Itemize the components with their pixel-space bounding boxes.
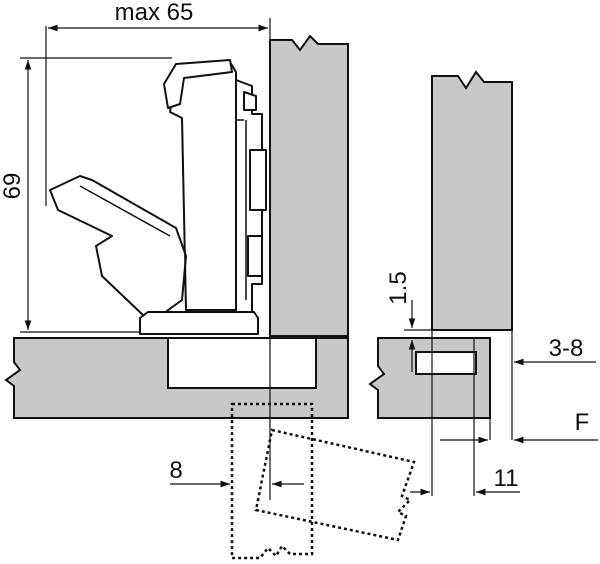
- label-height: 69: [0, 173, 26, 200]
- dim-height: [20, 57, 172, 333]
- label-offset: 8: [169, 457, 182, 484]
- label-max-width: max 65: [115, 0, 194, 26]
- label-overlay-range: 3-8: [549, 335, 584, 362]
- hinge-cup-bore: [167, 337, 317, 389]
- carcase-panel-right: [368, 337, 491, 419]
- door-panel: [269, 34, 349, 337]
- hinge-body: [49, 59, 267, 335]
- dim-gap: [404, 300, 432, 372]
- carcase-groove-right: [415, 351, 477, 375]
- label-gap: 1.5: [385, 271, 412, 304]
- dim-max-width: [45, 18, 271, 206]
- door-panel-right: [431, 70, 513, 331]
- hinge-detail-lines: [79, 117, 247, 311]
- door-swing-outline: [230, 402, 416, 560]
- dim-thickness: [410, 330, 520, 496]
- dim-offset: [170, 338, 304, 500]
- dim-overlay-range: [489, 330, 596, 440]
- label-force: F: [575, 409, 590, 436]
- label-thickness: 11: [494, 465, 519, 492]
